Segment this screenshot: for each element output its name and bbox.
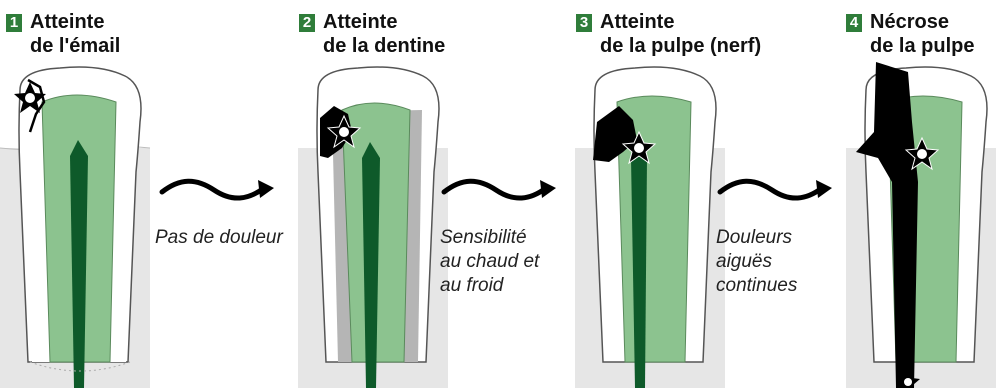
step-4-number-badge: 4 xyxy=(846,14,862,32)
wavy-arrow-icon xyxy=(716,170,836,210)
wavy-arrow-icon xyxy=(158,170,278,210)
tooth-stage-4-illustration xyxy=(846,62,1006,388)
step-3-title: Atteinte de la pulpe (nerf) xyxy=(600,10,761,58)
step-4-header: 4 Nécrose de la pulpe xyxy=(846,10,1006,62)
wavy-arrow-icon xyxy=(440,170,560,210)
step-2-number-badge: 2 xyxy=(299,14,315,32)
step-1-number-badge: 1 xyxy=(6,14,22,32)
tooth-stage-1-illustration xyxy=(0,62,160,388)
step-1-header: 1 Atteinte de l'émail xyxy=(6,10,196,62)
step-1-title: Atteinte de l'émail xyxy=(30,10,120,58)
step-2-header: 2 Atteinte de la dentine xyxy=(299,10,489,62)
transition-1-caption: Pas de douleur xyxy=(155,226,283,250)
transition-2-caption: Sensibilité au chaud et au froid xyxy=(440,226,539,298)
step-4-title: Nécrose de la pulpe xyxy=(870,10,974,58)
step-2-title: Atteinte de la dentine xyxy=(323,10,445,58)
tooth-stage-3-illustration xyxy=(575,62,735,388)
step-3-number-badge: 3 xyxy=(576,14,592,32)
step-3-header: 3 Atteinte de la pulpe (nerf) xyxy=(576,10,796,62)
transition-3-caption: Douleurs aiguës continues xyxy=(716,226,797,298)
tooth-stage-2-illustration xyxy=(298,62,458,388)
